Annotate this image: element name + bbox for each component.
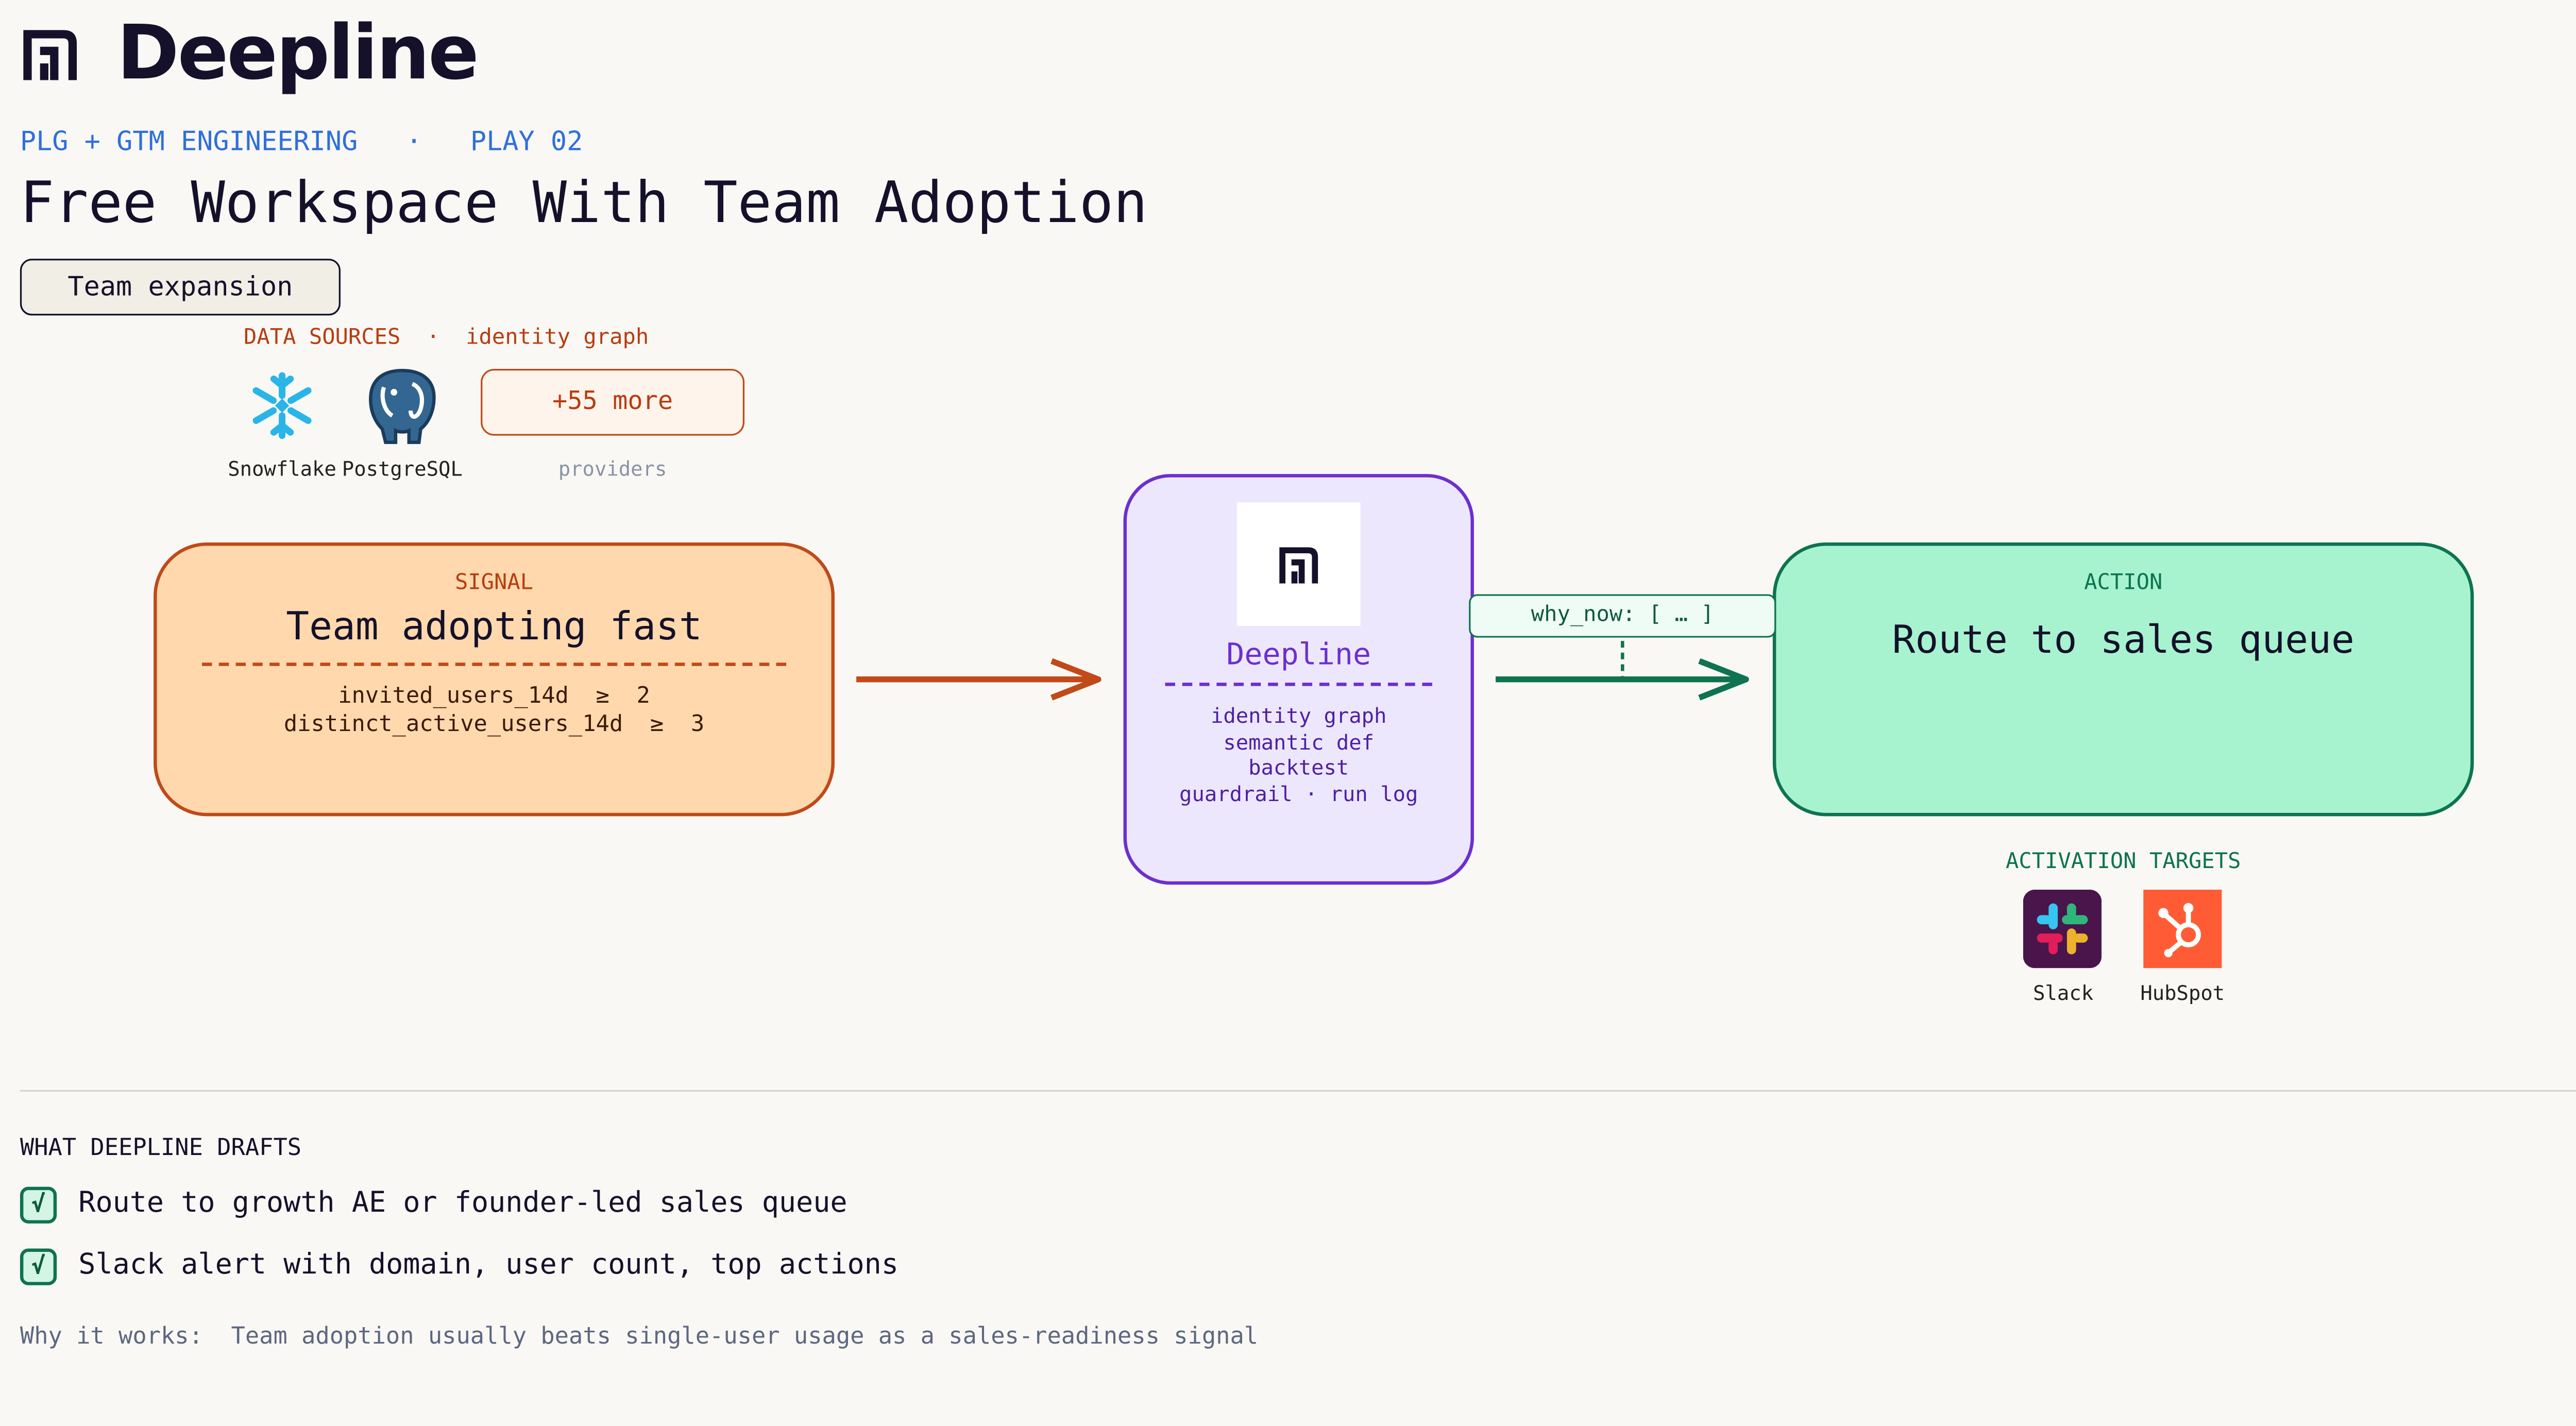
check-icon: √: [20, 1248, 57, 1285]
action-title: Route to sales queue: [1892, 619, 2354, 663]
deepline-logo-icon: [23, 30, 77, 80]
engine-logo-tile: [1236, 502, 1361, 626]
postgresql-elephant-icon: [369, 369, 436, 444]
activation-targets-label: ACTIVATION TARGETS: [2006, 850, 2241, 875]
action-eyebrow: ACTION: [2084, 571, 2163, 596]
signal-node: SIGNAL Team adopting fast invited_users_…: [154, 542, 835, 817]
action-node: ACTION Route to sales queue: [1772, 542, 2474, 817]
why-it-works-text: Team adoption usually beats single-user …: [231, 1323, 1259, 1351]
check-icon: √: [20, 1186, 57, 1224]
category-eyebrow: PLG + GTM ENGINEERING · PLAY 02: [20, 125, 583, 157]
engine-to-action-arrow: [1496, 641, 1749, 701]
why-now-tag: why_now: [ … ]: [1469, 594, 1776, 638]
signal-condition: distinct_active_users_14d ≥ 3: [283, 711, 705, 738]
engine-feature: identity graph: [1211, 703, 1387, 728]
deepline-logo-icon: [1279, 547, 1318, 584]
engine-feature: guardrail · run log: [1179, 780, 1418, 806]
providers-caption: providers: [558, 457, 667, 481]
hubspot-icon: [2143, 889, 2222, 969]
slack-icon: [2023, 889, 2102, 969]
data-sources-label: DATA SOURCES · identity graph: [244, 325, 649, 351]
engine-name: Deepline: [1226, 637, 1371, 673]
engine-feature: semantic def: [1223, 728, 1375, 754]
why-it-works-note: Why it works: Team adoption usually beat…: [20, 1323, 1258, 1350]
engine-feature: backtest: [1248, 754, 1349, 780]
section-divider: [20, 1090, 2576, 1092]
hubspot-caption: HubSpot: [2140, 981, 2225, 1005]
play-tag-pill: Team expansion: [20, 259, 341, 316]
signal-to-engine-arrow: [856, 658, 1101, 701]
draft-item: Route to growth AE or founder-led sales …: [78, 1186, 848, 1220]
signal-divider: [202, 663, 787, 666]
why-it-works-label: Why it works:: [20, 1323, 203, 1351]
signal-condition: invited_users_14d ≥ 2: [338, 683, 650, 709]
page-title: Free Workspace With Team Adoption: [20, 170, 1148, 237]
signal-title: Team adopting fast: [286, 606, 702, 650]
draft-item: Slack alert with domain, user count, top…: [78, 1248, 899, 1282]
brand-name: Deepline: [116, 8, 479, 97]
postgresql-caption: PostgreSQL: [342, 457, 463, 481]
more-providers-badge: +55 more: [481, 369, 745, 436]
signal-eyebrow: SIGNAL: [454, 571, 534, 596]
snowflake-caption: Snowflake: [228, 457, 336, 481]
snowflake-icon: [252, 372, 312, 439]
drafts-heading: WHAT DEEPLINE DRAFTS: [20, 1135, 302, 1162]
engine-features: identity graph semantic def backtest gua…: [1127, 703, 1470, 806]
slack-caption: Slack: [2033, 981, 2094, 1005]
deepline-engine-node: Deepline identity graph semantic def bac…: [1123, 474, 1474, 885]
engine-divider: [1165, 683, 1432, 686]
